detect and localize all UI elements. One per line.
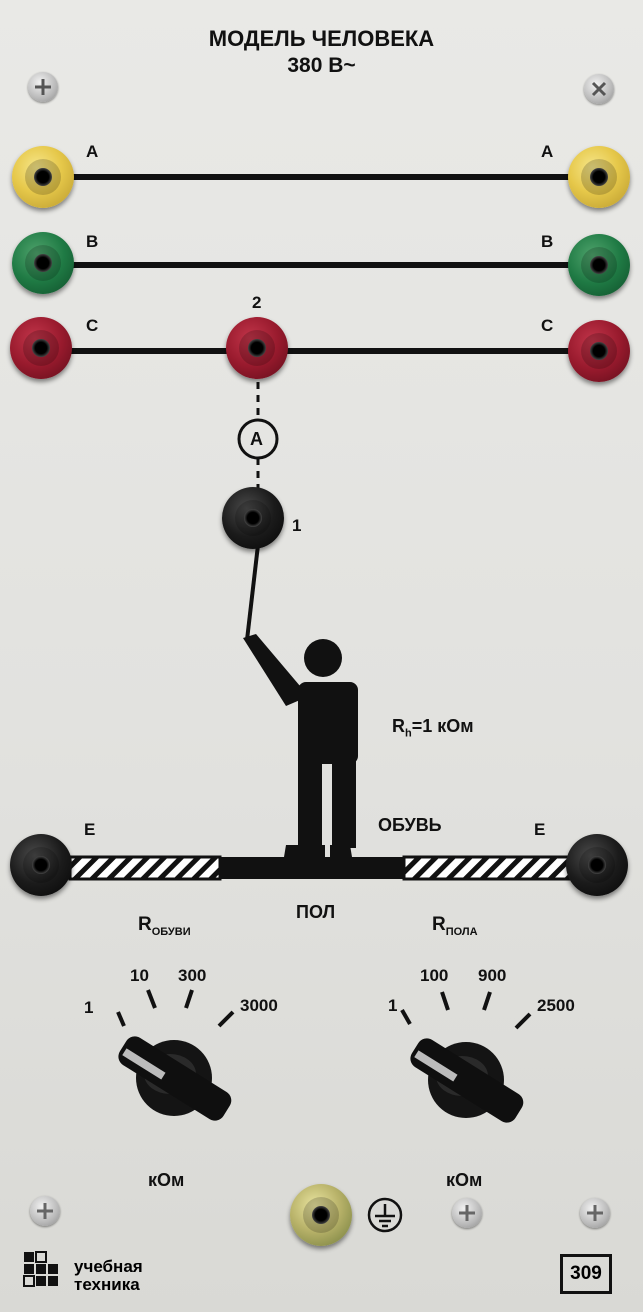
shoes-label: ОБУВЬ xyxy=(378,815,442,835)
label-a-left: A xyxy=(86,142,99,161)
floor-resistance-label: RПОЛА xyxy=(432,914,478,938)
shoes-unit-label: кОм xyxy=(148,1170,185,1190)
ground-icon xyxy=(366,1196,404,1239)
screw-icon xyxy=(580,1198,610,1228)
label-point-2: 2 xyxy=(252,293,262,312)
floor-label: ПОЛ xyxy=(296,902,336,922)
label-c-right: C xyxy=(541,316,554,335)
label-b-left: B xyxy=(86,232,99,251)
screw-icon xyxy=(584,74,614,104)
knob-icon xyxy=(118,1036,232,1121)
jack-b-right[interactable] xyxy=(568,234,630,296)
knob-icon xyxy=(410,1038,524,1123)
shoes-tick-300: 300 xyxy=(178,966,207,985)
shoes-resistance-label: RОБУВИ xyxy=(138,914,191,938)
shoes-tick-1: 1 xyxy=(84,998,94,1017)
ground-jack[interactable] xyxy=(290,1184,352,1246)
jack-b-left[interactable] xyxy=(12,232,74,294)
human-figure xyxy=(243,634,358,857)
floor-tick-900: 900 xyxy=(478,966,507,985)
label-e-left: E xyxy=(84,820,96,839)
floor-tick-1: 1 xyxy=(388,996,398,1015)
jack-1[interactable] xyxy=(222,487,284,549)
jack-e-left[interactable] xyxy=(10,834,72,896)
panel-title: МОДЕЛЬ ЧЕЛОВЕКА xyxy=(208,26,435,51)
shoes-tick-3000: 3000 xyxy=(240,996,278,1015)
label-e-right: E xyxy=(534,820,546,839)
shoes-resistance-knob[interactable] xyxy=(112,1020,242,1155)
screw-icon xyxy=(452,1198,482,1228)
jack-2[interactable] xyxy=(226,317,288,379)
jack-e-right[interactable] xyxy=(566,834,628,896)
jack-a-left[interactable] xyxy=(12,146,74,208)
screw-icon xyxy=(30,1196,60,1226)
logo-icon xyxy=(22,1250,68,1301)
label-a-right: A xyxy=(541,142,554,161)
logo-text-line1: учебная xyxy=(74,1257,143,1276)
floor-tick-2500: 2500 xyxy=(537,996,575,1015)
jack-c-right[interactable] xyxy=(568,320,630,382)
label-point-1: 1 xyxy=(292,516,302,535)
jack-a-right[interactable] xyxy=(568,146,630,208)
label-b-right: B xyxy=(541,232,554,251)
floor-hatch-right xyxy=(402,855,572,881)
floor-resistance-knob[interactable] xyxy=(404,1022,534,1157)
floor-hatch-left xyxy=(68,855,222,881)
screw-icon xyxy=(28,72,58,102)
human-resistance-label: Rh=1 кОм xyxy=(392,716,474,740)
jack-c-left[interactable] xyxy=(10,317,72,379)
floor-unit-label: кОм xyxy=(446,1170,483,1190)
label-c-left: C xyxy=(86,316,99,335)
hand-wire xyxy=(245,544,260,641)
shoes-tick-10: 10 xyxy=(130,966,149,985)
floor-solid-center xyxy=(220,857,404,879)
module-number-badge: 309 xyxy=(560,1254,612,1294)
panel-voltage: 380 В~ xyxy=(287,54,356,77)
floor-tick-100: 100 xyxy=(420,966,449,985)
logo-text-line2: техника xyxy=(74,1275,140,1294)
ammeter-label: A xyxy=(250,429,263,449)
